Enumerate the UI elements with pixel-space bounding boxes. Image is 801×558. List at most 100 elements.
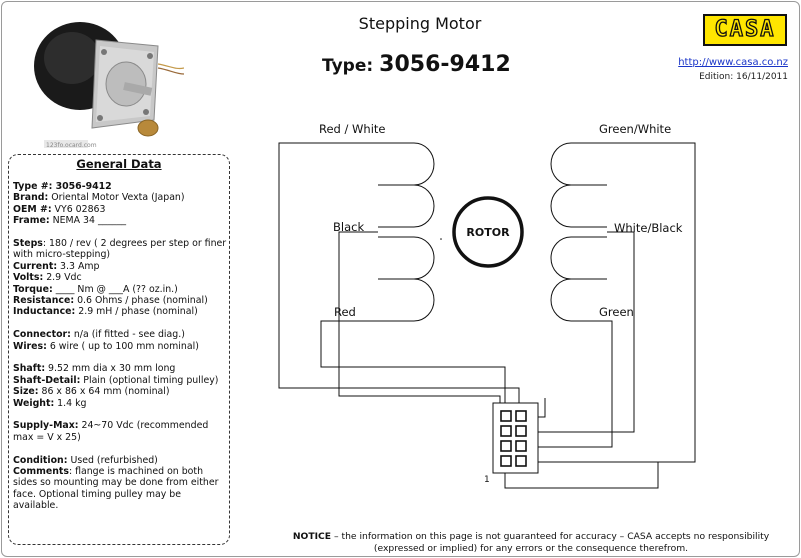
- casa-logo: CASA: [703, 14, 787, 46]
- field-value: : flange is machined on both sides so mo…: [13, 466, 219, 512]
- field-label: Type #:: [13, 181, 53, 192]
- label-green-white: Green/White: [599, 122, 671, 136]
- right-coil-lower-mid: [550, 236, 607, 280]
- wire-green-white: [531, 142, 696, 463]
- page-title: Stepping Motor: [358, 14, 482, 33]
- type-number: 3056-9412: [379, 52, 511, 77]
- general-data-row: Connector: n/a (if fitted - see diag.): [13, 329, 227, 340]
- field-label: Weight:: [13, 397, 55, 409]
- label-red-white: Red / White: [319, 122, 385, 136]
- motor-photo: 123fo.ocard.com: [8, 8, 184, 150]
- logo-text: CASA: [714, 16, 776, 42]
- connector-pin: [500, 440, 512, 452]
- right-coil-bottom: [550, 278, 607, 322]
- label-white-black: White/Black: [614, 221, 683, 235]
- right-coil-top: [550, 142, 607, 186]
- notice-heading: NOTICE: [292, 531, 332, 542]
- general-data-row: Condition: Used (refurbished): [13, 455, 227, 466]
- connector-pin1-label: 1: [484, 475, 490, 485]
- disclaimer-notice: NOTICE – the information on this page is…: [266, 531, 796, 554]
- field-label: Shaft:: [13, 363, 46, 375]
- type-heading: Type:3056-9412: [322, 52, 511, 77]
- field-value: Used (refurbished): [67, 454, 158, 466]
- field-value: 3056-9412: [52, 181, 112, 192]
- general-data-row: Steps: 180 / rev ( 2 degrees per step or…: [13, 238, 227, 261]
- general-data-row: Supply-Max: 24~70 Vdc (recommended max =…: [13, 420, 227, 443]
- general-data-row: Wires: 6 wire ( up to 100 mm nominal): [13, 341, 227, 352]
- field-value: n/a (if fitted - see diag.): [70, 329, 185, 341]
- field-label: Torque:: [13, 283, 53, 295]
- photo-watermark: 123fo.ocard.com: [46, 142, 97, 149]
- field-value: 2.9 Vdc: [43, 272, 82, 284]
- general-data-row: Resistance: 0.6 Ohms / phase (nominal): [13, 295, 227, 306]
- left-coil-upper-mid: [378, 184, 435, 228]
- field-label: Brand:: [13, 192, 49, 204]
- connector-pin: [500, 410, 512, 422]
- general-data-row: Brand: Oriental Motor Vexta (Japan): [13, 192, 227, 203]
- field-label: Comments: [13, 466, 69, 478]
- label-black: Black: [333, 220, 364, 234]
- wire-red-white: [278, 142, 520, 415]
- general-data-row: Weight: 1.4 kg: [13, 398, 227, 409]
- notice-line2: (expressed or implied) for any errors or…: [373, 542, 689, 554]
- general-data-row: Comments: flange is machined on both sid…: [13, 466, 227, 512]
- general-data-row: Inductance: 2.9 mH / phase (nominal): [13, 306, 227, 317]
- general-data-row: Current: 3.3 Amp: [13, 261, 227, 272]
- general-data-row: Shaft: 9.52 mm dia x 30 mm long: [13, 363, 227, 374]
- field-label: Inductance:: [13, 306, 76, 318]
- general-data-row: Torque: ____ Nm @ ___A (?? oz.in.): [13, 284, 227, 295]
- field-value: 0.6 Ohms / phase (nominal): [74, 295, 208, 307]
- left-coil-top: [378, 142, 435, 186]
- label-red: Red: [334, 305, 356, 319]
- general-data-row: Volts: 2.9 Vdc: [13, 272, 227, 283]
- wire-return: [504, 462, 659, 489]
- general-data-row: Frame: NEMA 34 ______: [13, 215, 227, 226]
- field-value: 1.4 kg: [54, 397, 87, 409]
- field-label: Connector:: [13, 329, 71, 341]
- field-label: Steps: [13, 238, 43, 250]
- notice-line1: – the information on this page is not gu…: [331, 531, 770, 542]
- wire-black: [338, 231, 501, 415]
- field-value: Oriental Motor Vexta (Japan): [48, 192, 185, 204]
- field-value: ____ Nm @ ___A (?? oz.in.): [52, 283, 178, 295]
- website-link[interactable]: http://www.casa.co.nz: [678, 57, 788, 68]
- rotor-label: ROTOR: [466, 226, 510, 239]
- field-value: Plain (optional timing pulley): [80, 374, 219, 386]
- field-value: : 180 / rev ( 2 degrees per step or fine…: [13, 238, 227, 261]
- label-green: Green: [599, 305, 634, 319]
- general-data-row: Size: 86 x 86 x 64 mm (nominal): [13, 386, 227, 397]
- left-coil-bottom: [378, 278, 435, 322]
- connector-block: 1: [484, 402, 539, 485]
- field-value: 2.9 mH / phase (nominal): [75, 306, 198, 318]
- field-value: 3.3 Amp: [57, 260, 100, 272]
- connector-pin: [500, 425, 512, 437]
- field-label: Supply-Max:: [13, 420, 79, 432]
- field-label: Shaft-Detail:: [13, 374, 81, 386]
- connector-pin: [500, 455, 512, 467]
- connector-pin: [515, 410, 527, 422]
- field-label: Size:: [13, 386, 39, 398]
- left-coil-lower-mid: [378, 236, 435, 280]
- wire-red: [320, 320, 506, 415]
- general-data-heading: General Data: [76, 157, 162, 171]
- field-label: Condition:: [13, 454, 68, 466]
- connector-pin: [515, 440, 527, 452]
- right-coil-upper-mid: [550, 184, 607, 228]
- field-value: NEMA 34 ______: [49, 215, 127, 227]
- field-label: Volts:: [13, 272, 44, 284]
- wire-white-black: [531, 231, 635, 433]
- field-value: 9.52 mm dia x 30 mm long: [45, 363, 176, 375]
- general-data-row: OEM #: VY6 02863: [13, 204, 227, 215]
- edition-date: Edition: 16/11/2011: [699, 72, 788, 82]
- field-label: Wires:: [13, 340, 47, 352]
- general-data-row: Type #: 3056-9412: [13, 181, 227, 192]
- connector-pin: [515, 455, 527, 467]
- wire-green: [531, 320, 613, 448]
- field-label: OEM #:: [13, 203, 52, 215]
- field-value: VY6 02863: [51, 203, 106, 215]
- field-label: Resistance:: [13, 295, 75, 307]
